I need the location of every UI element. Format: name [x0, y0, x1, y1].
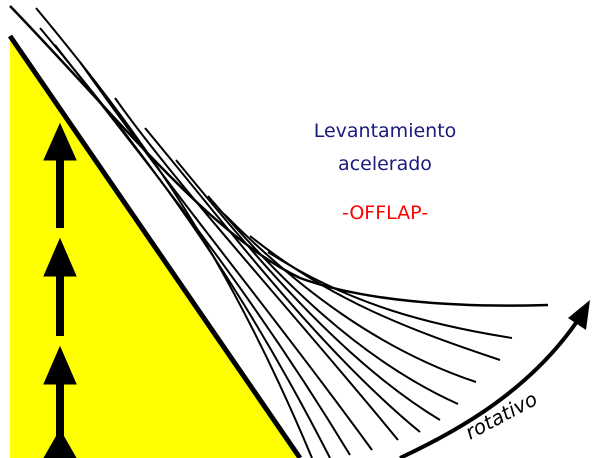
- subtitle-offlap: -OFFLAP-: [341, 202, 429, 224]
- rotation-label: rotativo: [461, 387, 541, 445]
- title-line2: acelerado: [338, 153, 432, 175]
- block-edge-line: [7, 34, 303, 458]
- top-surface-line: [9, 5, 549, 307]
- title-line1: Levantamiento: [313, 120, 457, 142]
- strata-lines: [35, 7, 513, 458]
- curved-arrow-icon: [399, 300, 590, 458]
- upward-arrow-icon: [43, 122, 77, 458]
